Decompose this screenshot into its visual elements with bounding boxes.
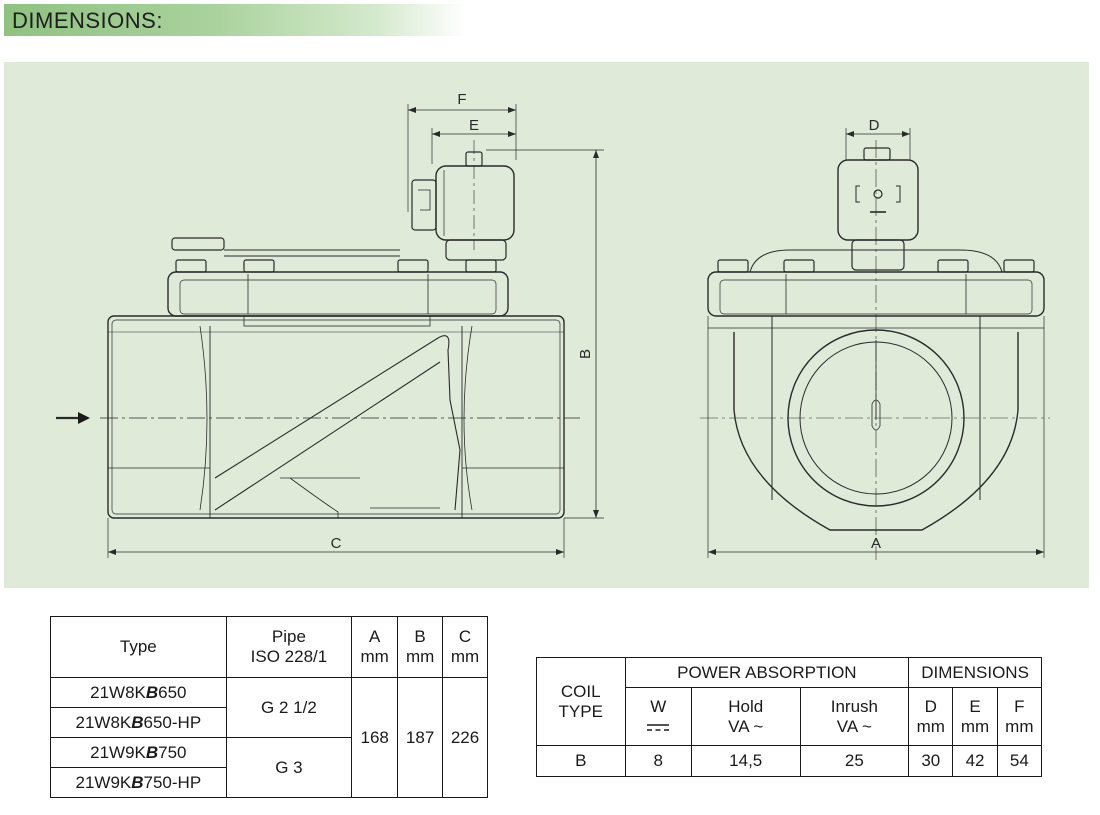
table-row: B 8 14,5 25 30 42 54 [536,745,1043,777]
f-cell: 54 [996,745,1043,777]
header-power-absorption: POWER ABSORPTION [624,657,910,688]
e-cell: 42 [952,745,998,777]
section-header-bar: DIMENSIONS: [4,4,466,36]
header-w: W [624,687,692,746]
type-cell: 21W9KB750-HP [50,767,227,798]
d-cell: 30 [908,745,954,777]
b-value-cell: 187 [397,677,444,798]
valve-dimension-drawing: F E B C [56,91,1050,560]
dim-label-d: D [869,117,880,134]
table-row: 21W8KB650 G 2 1/2 168 187 226 [50,677,488,798]
header-type: Type [50,616,227,678]
pipe-cell: G 2 1/2 [225,677,353,738]
dim-label-e: E [469,117,479,134]
w-cell: 8 [624,745,692,777]
dim-label-b: B [577,349,594,359]
dim-label-a: A [871,535,881,552]
hold-cell: 14,5 [690,745,801,777]
dim-label-f: F [457,91,466,108]
direct-current-icon [647,724,670,731]
table-row: 21W8KB650-HP [50,707,488,738]
header-dimensions: DIMENSIONS [908,657,1042,688]
front-view: D A [700,117,1050,560]
type-cell: 21W8KB650 [50,677,227,708]
inrush-cell: 25 [799,745,910,777]
side-view: F E B C [56,91,604,558]
coil-type-cell: B [536,745,626,777]
type-cell: 21W8KB650-HP [50,707,227,738]
table-row: 21W9KB750-HP [50,767,488,798]
dim-label-c: C [331,535,342,552]
section-title: DIMENSIONS: [12,8,163,33]
type-cell: 21W9KB750 [50,737,227,768]
c-value-cell: 226 [442,677,488,798]
table-row: 21W9KB750 G 3 [50,737,488,798]
a-value-cell: 168 [351,677,399,798]
pipe-cell: G 3 [225,737,353,798]
